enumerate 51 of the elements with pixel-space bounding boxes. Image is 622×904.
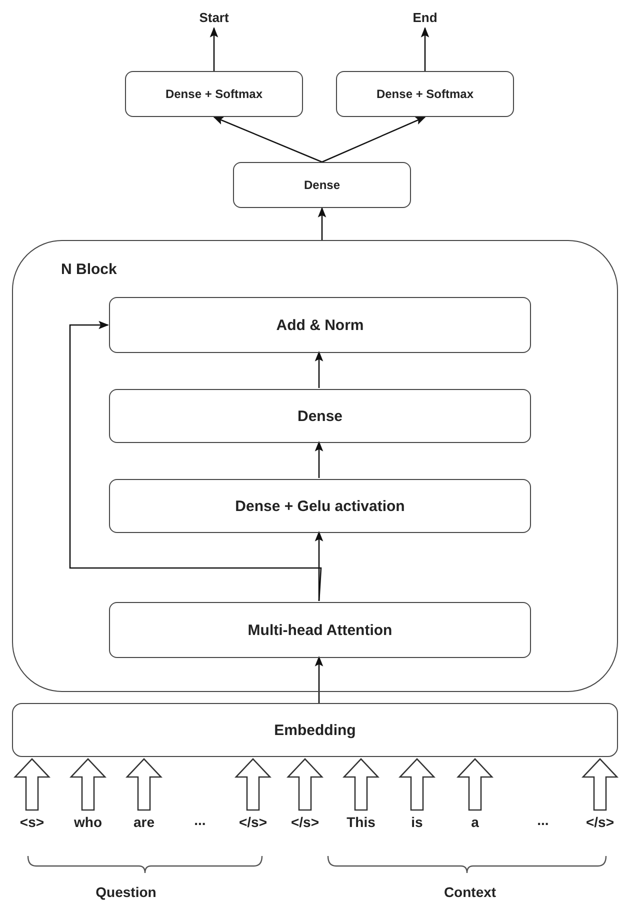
output-label: End (395, 6, 455, 28)
block-container (12, 240, 618, 692)
arrow (69, 320, 322, 602)
arrow (318, 206, 326, 240)
token-label: who (69, 812, 107, 832)
hollow-arrow (126, 758, 162, 811)
arrow (314, 440, 324, 478)
output-label: Start (184, 6, 244, 28)
hollow-arrow (456, 758, 494, 811)
token-label: </s> (234, 812, 272, 832)
arrow (420, 26, 430, 71)
arrow (314, 350, 324, 388)
box-label: Embedding (274, 722, 356, 738)
hollow-arrow (582, 758, 618, 811)
arrow (210, 26, 218, 71)
ellipsis: ... (193, 812, 207, 830)
ellipsis: ... (536, 812, 550, 830)
box-label: Dense (297, 408, 343, 424)
arrow (314, 656, 324, 703)
process-box (109, 602, 531, 658)
box-label: Multi-head Attention (248, 622, 392, 638)
block-title: N Block (61, 261, 117, 278)
hollow-arrow (70, 758, 106, 811)
arrow (322, 116, 426, 163)
token-label: <s> (13, 812, 51, 832)
box-label: Add & Norm (276, 316, 364, 334)
hollow-arrow (234, 758, 272, 811)
box-label: Dense + Softmax (376, 87, 474, 101)
process-box (12, 703, 618, 757)
process-box (109, 479, 531, 533)
group-label: Question (94, 884, 158, 902)
box-label: Dense + Softmax (165, 87, 263, 101)
box-label: Dense + Gelu activation (235, 498, 405, 514)
process-box (125, 71, 303, 117)
arrow (213, 116, 322, 163)
process-box (109, 297, 531, 353)
token-label: </s> (581, 812, 619, 832)
process-box (336, 71, 514, 117)
token-label: </s> (286, 812, 324, 832)
hollow-arrow (398, 758, 436, 811)
process-box (233, 162, 411, 208)
box-label: Dense (304, 178, 340, 192)
token-label: are (125, 812, 163, 832)
hollow-arrow (342, 758, 380, 811)
hollow-arrow (14, 758, 50, 811)
hollow-arrow (286, 758, 324, 811)
group-label: Context (442, 884, 498, 902)
token-label: a (456, 812, 494, 832)
process-box (109, 389, 531, 443)
token-label: This (342, 812, 380, 832)
token-label: is (398, 812, 436, 832)
